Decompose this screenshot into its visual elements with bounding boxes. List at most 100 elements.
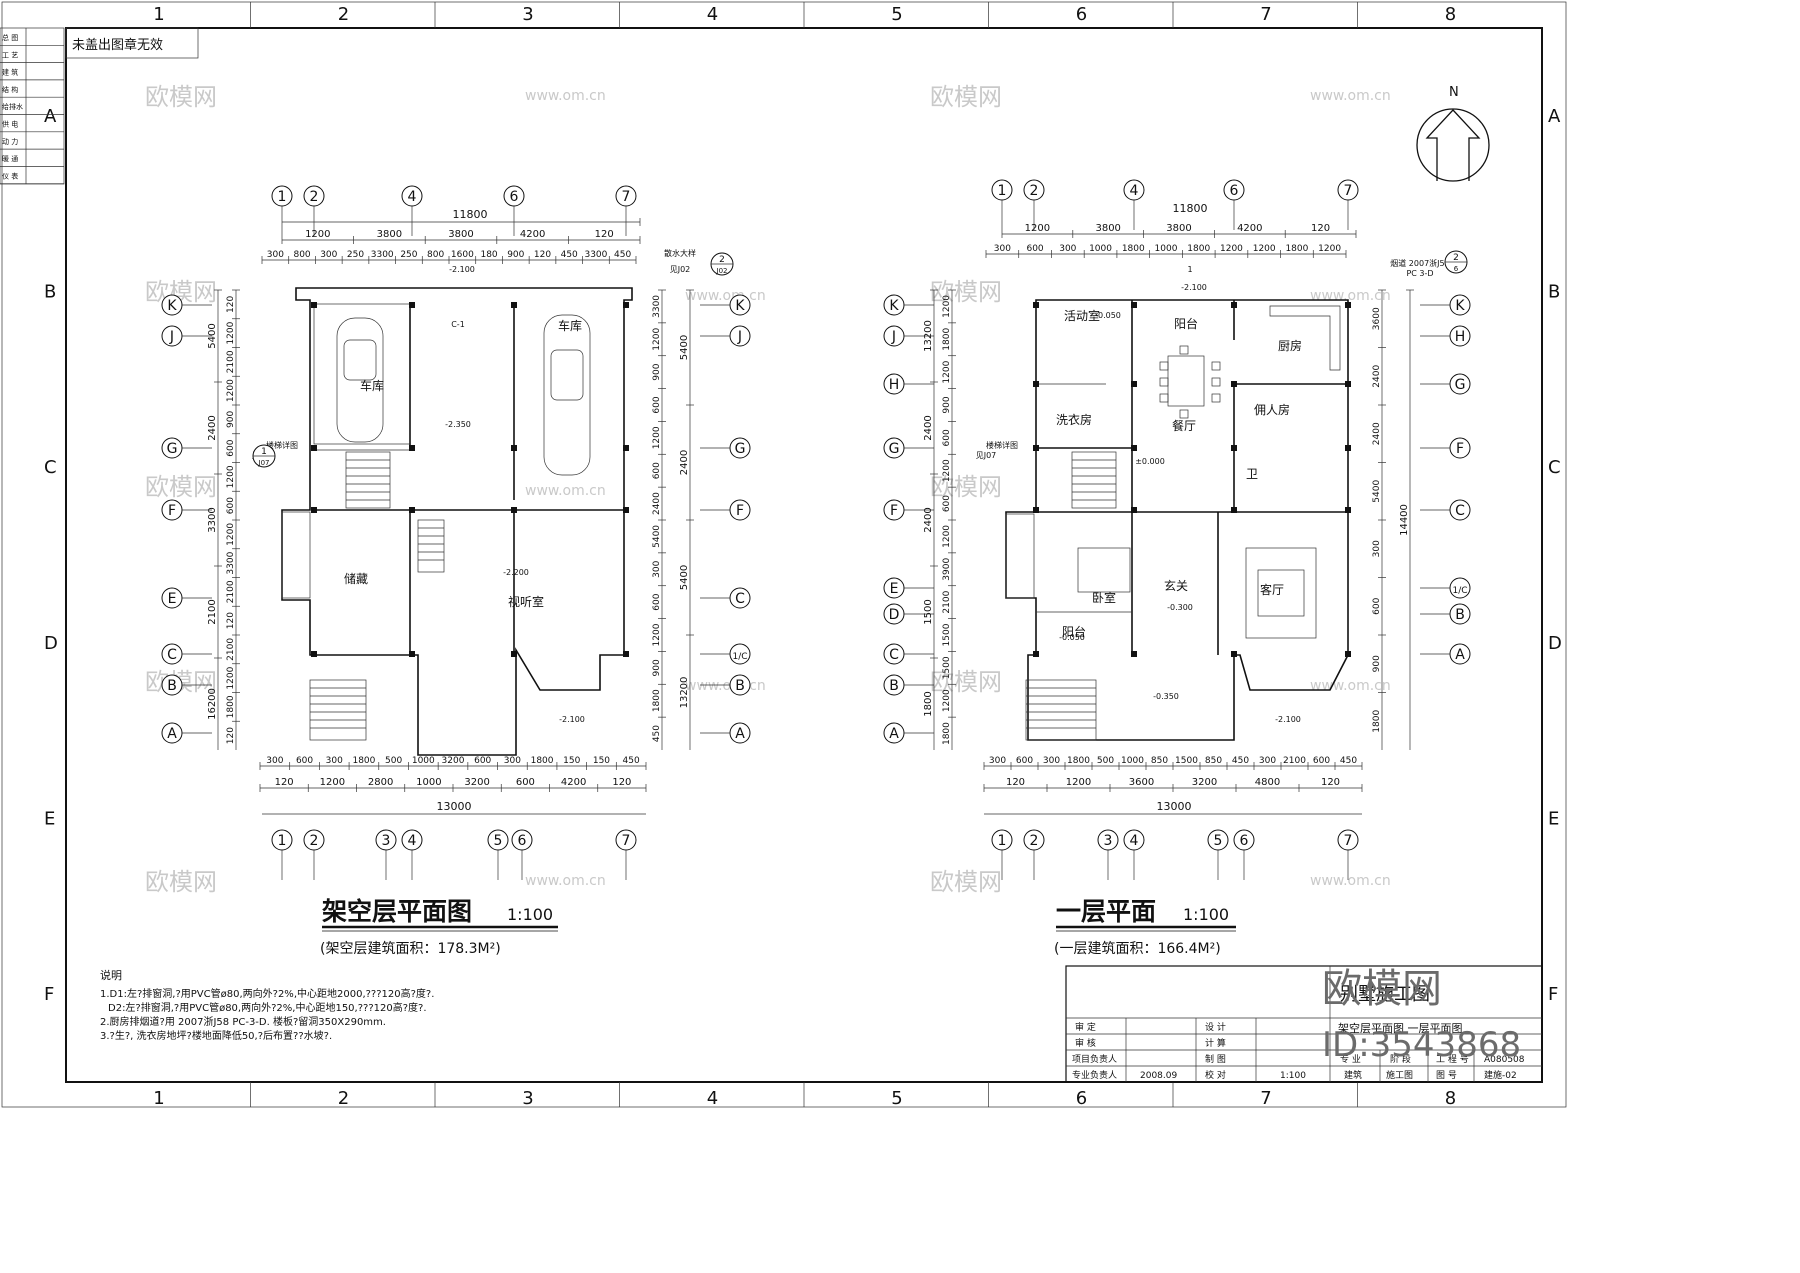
dim-text: 600	[1016, 756, 1033, 766]
column-mark	[623, 302, 629, 308]
watermark-logo: 欧模网	[1322, 966, 1442, 1012]
dim-text: 300	[994, 244, 1011, 254]
inner-frame	[65, 27, 1543, 1083]
dim-text: 3300	[226, 551, 236, 574]
column-mark	[1131, 651, 1137, 657]
dim-text: 1200	[1318, 244, 1341, 254]
watermark-url: www.om.cn	[1310, 288, 1391, 304]
detail-ref-sheet: J02	[716, 267, 728, 275]
room-label: 洗衣房	[1056, 412, 1092, 427]
watermark-url: www.om.cn	[685, 288, 766, 304]
dim-text: 600	[1026, 244, 1043, 254]
dim-text: 5400	[679, 565, 690, 590]
axis-side-label: G	[167, 441, 178, 457]
north-label: N	[1449, 85, 1459, 100]
dim-text: 900	[226, 411, 236, 428]
sheet-grid-number: 5	[891, 1088, 902, 1109]
dim-text: 120	[1311, 223, 1330, 234]
axis-bottom-label: 5	[1214, 833, 1223, 849]
sheet-grid-number: 3	[522, 1088, 533, 1109]
axis-side-label: K	[735, 298, 745, 314]
tb-row: 审 核	[1075, 1037, 1096, 1049]
level-label: PC 3-D	[1406, 269, 1433, 278]
stamp-note: 未盖出图章无效	[72, 37, 163, 53]
column-mark	[623, 507, 629, 513]
axis-side-label: J	[891, 329, 896, 345]
dim-text: 800	[293, 250, 310, 260]
dim-text: 1800	[531, 756, 554, 766]
watermark-url: www.om.cn	[1310, 678, 1391, 694]
sofa-icon	[1245, 547, 1317, 639]
strip-label: 总 图	[2, 33, 18, 42]
dim-text: 300	[1043, 756, 1060, 766]
column-mark	[409, 302, 415, 308]
dim-text: 1800	[1122, 244, 1145, 254]
tb-cell: 图 号	[1436, 1070, 1457, 1081]
axis-side-label: F	[168, 503, 176, 519]
axis-side-label: H	[1455, 329, 1466, 345]
axis-bottom-label: 6	[1240, 833, 1249, 849]
room-label: 厨房	[1278, 338, 1302, 353]
tb-phase: 阶 段	[1390, 1053, 1411, 1065]
dim-text: 5400	[652, 525, 662, 548]
dim-text: 120	[226, 727, 236, 744]
tb-row: 设 计	[1205, 1021, 1226, 1033]
dim-text: 3800	[1166, 223, 1191, 234]
plan-left-title: 架空层平面图	[322, 897, 472, 926]
room-label: 视听室	[508, 594, 544, 609]
axis-side-label: A	[167, 726, 177, 742]
column-mark	[1231, 381, 1237, 387]
dim-text: 1200	[942, 689, 952, 712]
detail-ref-sheet: J07	[258, 459, 270, 467]
dim-text: 2400	[923, 415, 934, 440]
dim-text: 300	[1059, 244, 1076, 254]
sheet-grid-letter: C	[1548, 457, 1561, 478]
dim-text: 3300	[652, 295, 662, 318]
tb-code: A080508	[1484, 1055, 1525, 1065]
dim-text: 1200	[1025, 223, 1050, 234]
column-mark	[1033, 445, 1039, 451]
dim-text: 300	[267, 250, 284, 260]
axis-side-label: A	[735, 726, 745, 742]
column-mark	[1033, 381, 1039, 387]
plan-first-floor	[1005, 299, 1351, 741]
axis-bottom-label: 3	[1104, 833, 1113, 849]
column-mark	[1131, 445, 1137, 451]
sheet-grid-number: 4	[707, 4, 718, 25]
dim-text: 1200	[226, 321, 236, 344]
column-mark	[409, 651, 415, 657]
sheet-grid-number: 6	[1076, 1088, 1087, 1109]
tb-cell: 建施-02	[1484, 1069, 1517, 1081]
plan-right-title: 一层平面	[1056, 897, 1156, 926]
strip-label: 供 电	[2, 120, 18, 129]
watermark-text: 欧模网	[145, 868, 217, 896]
dim-text: 600	[226, 439, 236, 456]
dim-text: 1200	[320, 777, 345, 788]
level-label: -2.100	[449, 265, 475, 274]
tb-row: 计 算	[1205, 1037, 1226, 1049]
dim-text: 3800	[448, 229, 473, 240]
dim-text: 1500	[942, 623, 952, 646]
plan-right-scale: 1:100	[1183, 905, 1229, 924]
dim-text: 120	[1321, 777, 1340, 788]
dim-text: 1800	[1187, 244, 1210, 254]
strip-label: 结 构	[2, 85, 18, 94]
axis-side-label: F	[890, 503, 898, 519]
level-label: -2.100	[1275, 715, 1301, 724]
axis-top-label: 2	[310, 189, 319, 205]
column-mark	[511, 302, 517, 308]
sheet-grid-number: 1	[153, 1088, 164, 1109]
axis-top-label: 6	[1230, 183, 1239, 199]
dim-text: 1500	[1175, 756, 1198, 766]
dim-text: 4200	[561, 777, 586, 788]
detail-ref-num: 2	[1453, 253, 1459, 263]
dim-text: 3300	[207, 507, 218, 532]
axis-side-label: A	[1455, 647, 1465, 663]
dim-text: 1000	[1155, 244, 1178, 254]
axis-side-label: J	[169, 329, 174, 345]
dim-text: 900	[652, 363, 662, 380]
watermark-url: www.om.cn	[525, 88, 606, 104]
chair-icon	[1211, 361, 1221, 371]
room-label: 车库	[558, 318, 582, 333]
